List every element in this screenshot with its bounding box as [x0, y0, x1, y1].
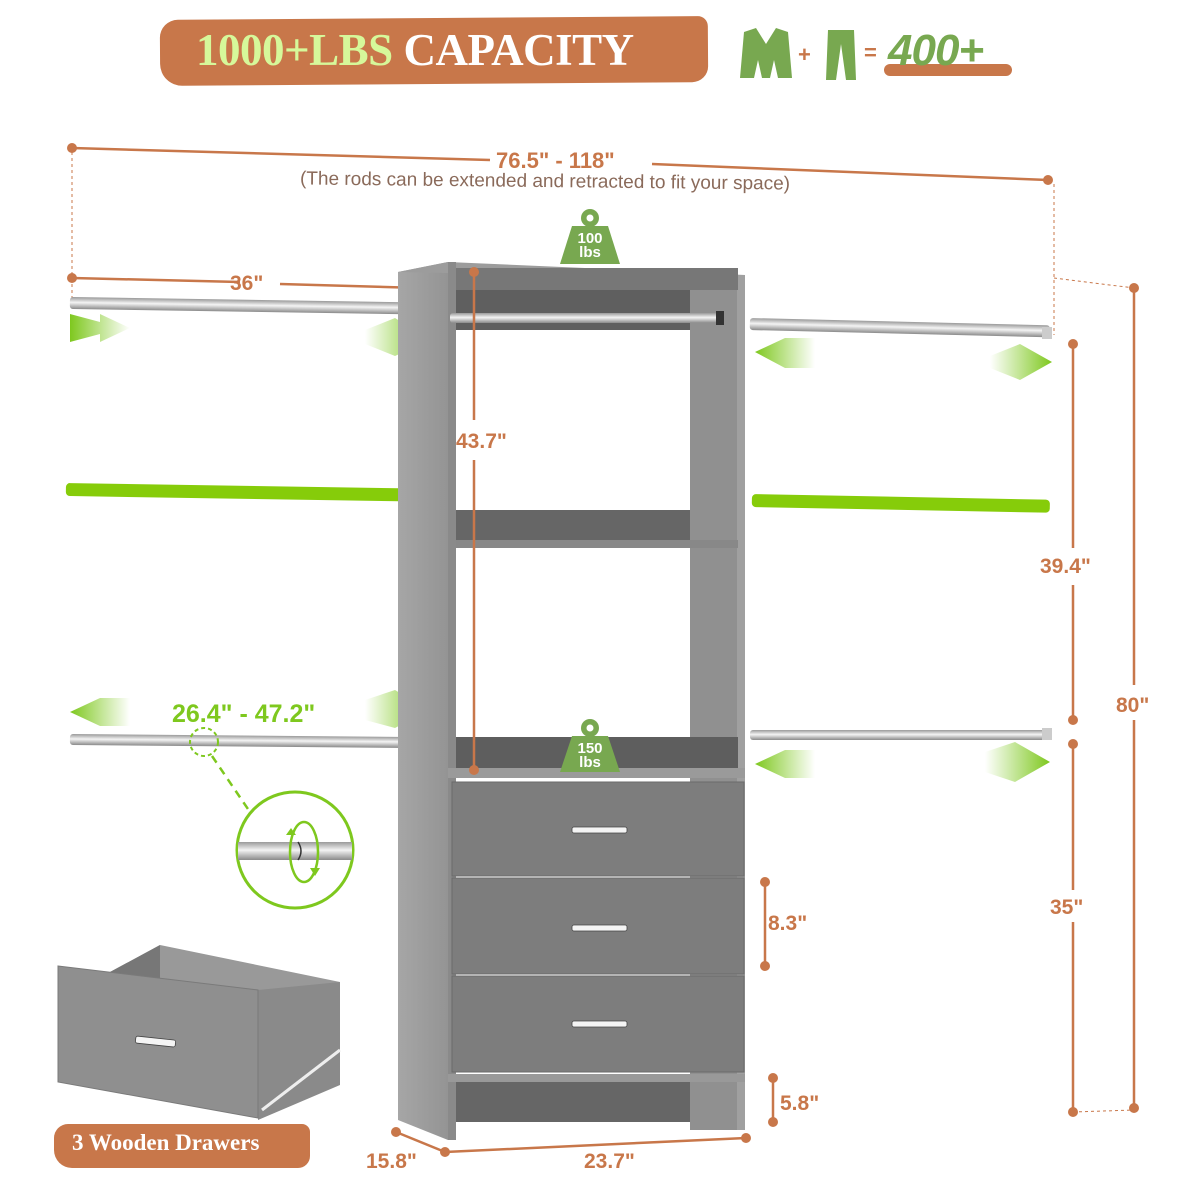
- suit-jacket-icon: [740, 28, 792, 78]
- drawers-badge: [54, 1124, 310, 1168]
- lower-rod-height-label: 35": [1050, 896, 1084, 919]
- extend-arrows-top-right: [755, 338, 1052, 380]
- upper-height-label: 43.7": [456, 430, 507, 453]
- plus-sign: +: [798, 42, 811, 67]
- middle-shelf-weight-unit: lbs: [579, 754, 601, 771]
- total-height-label: 80": [1116, 694, 1150, 717]
- extend-arrows-top-left: [70, 314, 430, 356]
- drawer-height-dimension: [760, 877, 778, 1127]
- upper-height-dimension: [469, 267, 479, 775]
- rod-twist-lock-detail: [235, 790, 355, 910]
- total-underline: [884, 64, 1012, 76]
- weight-100-lbs-icon: [560, 209, 620, 264]
- capacity-value: 1000+LBS: [196, 25, 393, 75]
- middle-right-rod-green: [751, 494, 1050, 513]
- middle-shelf-weight: 150 lbs: [562, 740, 618, 771]
- middle-left-rod-green: [65, 483, 431, 502]
- depth-label: 15.8": [366, 1150, 417, 1173]
- drawers-badge-label: 3 Wooden Drawers: [72, 1130, 260, 1155]
- top-rod-length: 36": [230, 272, 264, 295]
- closet-tower: [398, 262, 745, 1140]
- equals-sign: =: [864, 40, 877, 65]
- open-drawer-illustration: [57, 945, 341, 1120]
- rod-spacing-label: 39.4": [1040, 555, 1091, 578]
- top-shelf-weight: 100 lbs: [562, 230, 618, 261]
- weight-150-lbs-icon: [560, 719, 620, 772]
- base-height-label: 5.8": [780, 1092, 820, 1115]
- overall-width-label: 76.5" - 118": [496, 148, 615, 173]
- capacity-word: CAPACITY: [403, 25, 634, 75]
- extend-arrows-lower-right: [755, 742, 1050, 782]
- total-garments: 400+: [888, 26, 984, 75]
- pants-icon: [826, 30, 856, 80]
- lower-right-rod: [750, 728, 1052, 740]
- top-right-rod: [749, 318, 1052, 339]
- top-shelf-weight-unit: lbs: [579, 244, 601, 261]
- top-shelf-weight-value: 100: [577, 230, 603, 247]
- lower-left-rod: [69, 727, 430, 816]
- base-dimensions: [391, 1127, 751, 1157]
- drawer-height-label: 8.3": [768, 912, 808, 935]
- overall-width-dimension: [67, 143, 1055, 335]
- height-dimensions-right: [1053, 277, 1139, 1117]
- middle-shelf-weight-value: 150: [577, 740, 603, 757]
- width-label: 23.7": [584, 1150, 635, 1173]
- capacity-heading: 1000+LBS CAPACITY: [196, 24, 634, 76]
- lower-rod-range: 26.4" - 47.2": [172, 700, 316, 728]
